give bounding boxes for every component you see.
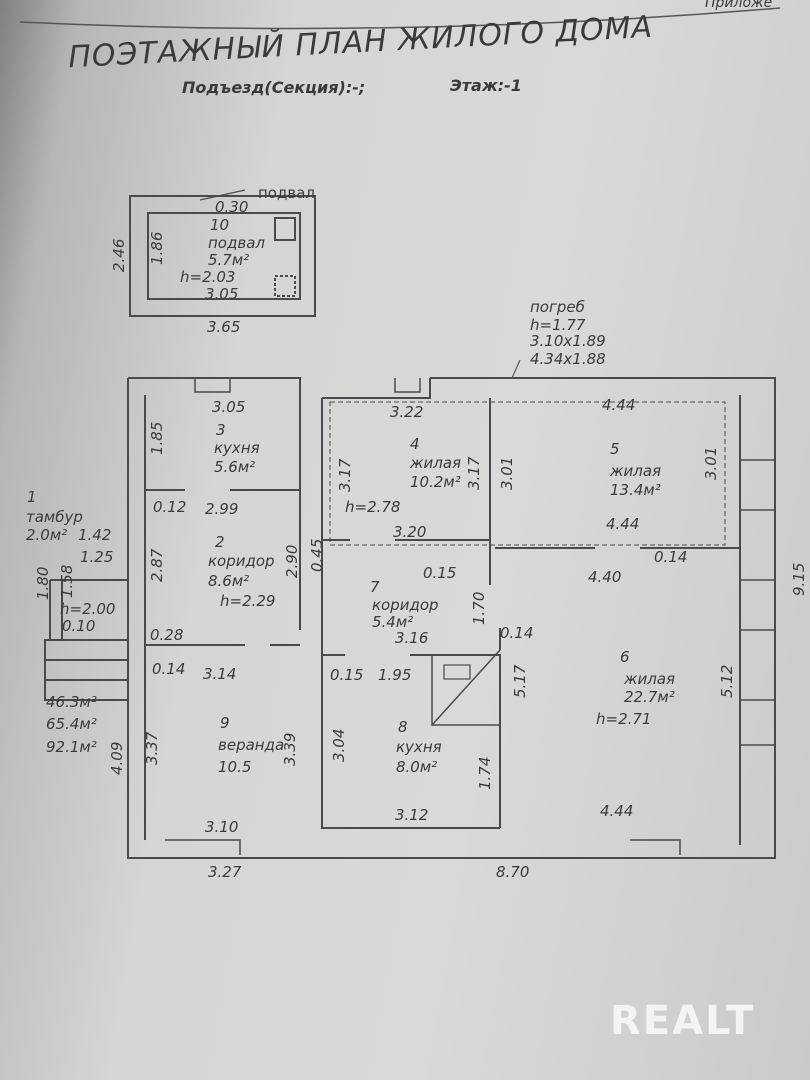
- room-area: 10.5: [218, 758, 252, 776]
- dim: 3.14: [203, 665, 237, 683]
- dim: 0.15: [330, 666, 364, 684]
- room-number: 1: [27, 488, 37, 506]
- dim: 0.45: [308, 538, 326, 572]
- room-number: 10: [210, 216, 230, 234]
- dim: 1.85: [148, 421, 166, 455]
- dim: 0.28: [150, 626, 184, 644]
- dim: 3.37: [143, 731, 161, 765]
- room-area: 5.4м²: [372, 613, 414, 631]
- room-height: h=2.78: [345, 498, 401, 516]
- room-number: 4: [410, 435, 420, 453]
- room-height: h=2.71: [596, 710, 652, 728]
- room-name: веранда: [218, 736, 285, 754]
- room-number: 3: [216, 421, 226, 439]
- room-name: жилая: [410, 454, 462, 472]
- room-name: подвал: [208, 234, 265, 252]
- room-name: тамбур: [26, 508, 83, 526]
- dim: 3.12: [395, 806, 429, 824]
- dim: 3.39: [281, 732, 299, 766]
- dim: 3.10: [205, 818, 239, 836]
- total-living-area: 46.3м²: [46, 693, 97, 711]
- room-area: 13.4м²: [610, 481, 661, 499]
- dim: 3.22: [390, 403, 424, 421]
- dim: 1.86: [148, 231, 166, 265]
- room-area: 22.7м²: [624, 688, 675, 706]
- dim: 1.58: [58, 564, 76, 598]
- room-height: h=2.00: [60, 600, 116, 618]
- entrance-label: Подъезд(Секция):-;: [182, 78, 366, 97]
- dim: 8.70: [496, 863, 530, 881]
- room-area: 8.0м²: [396, 758, 438, 776]
- room-area: 5.6м²: [214, 458, 256, 476]
- dim: 3.01: [498, 456, 516, 490]
- basement-tag: подвал: [258, 184, 315, 202]
- total-area: 65.4м²: [46, 715, 97, 733]
- room-area: 10.2м²: [410, 473, 461, 491]
- room-number: 9: [220, 714, 230, 732]
- room-number: 8: [398, 718, 408, 736]
- dim: 3.16: [395, 629, 429, 647]
- dim: 3.20: [393, 523, 427, 541]
- dim: 4.40: [588, 568, 622, 586]
- cellar-size: 3.10x1.89: [530, 332, 606, 350]
- cellar-name: погреб: [530, 298, 585, 316]
- dim: 5.17: [511, 664, 529, 698]
- dim: 3.05: [212, 398, 246, 416]
- dim: 9.15: [790, 562, 808, 596]
- dim: 1.95: [378, 666, 412, 684]
- dim: 1.25: [80, 548, 114, 566]
- dim: 2.46: [110, 238, 128, 272]
- room-name: кухня: [214, 439, 260, 457]
- room-area: 5.7м²: [208, 251, 250, 269]
- dim: 0.14: [654, 548, 688, 566]
- room-name: коридор: [372, 596, 439, 614]
- dim: 5.12: [718, 664, 736, 698]
- dim: 3.17: [465, 456, 483, 490]
- floor-label: Этаж:-1: [450, 76, 522, 95]
- dim: 4.44: [606, 515, 640, 533]
- dim: 0.12: [153, 498, 187, 516]
- room-name: жилая: [624, 670, 676, 688]
- room-area: 2.0м²: [26, 526, 68, 544]
- dim: 4.44: [602, 396, 636, 414]
- room-number: 5: [610, 440, 620, 458]
- cellar-size: 4.34x1.88: [530, 350, 606, 368]
- room-height: h=2.03: [180, 268, 236, 286]
- dim: 0.10: [62, 617, 96, 635]
- room-number: 2: [215, 533, 225, 551]
- dim: 0.14: [500, 624, 534, 642]
- room-number: 7: [370, 578, 380, 596]
- dim: 0.15: [423, 564, 457, 582]
- dim: 1.80: [34, 566, 52, 600]
- dim: 0.30: [215, 198, 249, 216]
- dim: 0.14: [152, 660, 186, 678]
- dim: 3.27: [208, 863, 242, 881]
- dim: 2.90: [283, 544, 301, 578]
- dim: 1.42: [78, 526, 112, 544]
- room-name: кухня: [396, 738, 442, 756]
- dim: 1.74: [476, 756, 494, 790]
- appendix-label: Приложе: [705, 0, 773, 11]
- dim: 3.04: [330, 728, 348, 762]
- room-name: коридор: [208, 552, 275, 570]
- dim: 4.44: [600, 802, 634, 820]
- dim: 3.01: [702, 446, 720, 480]
- room-area: 8.6м²: [208, 572, 250, 590]
- cellar-height: h=1.77: [530, 316, 586, 334]
- dim: 1.70: [470, 591, 488, 625]
- room-name: жилая: [610, 462, 662, 480]
- dim: 4.09: [108, 741, 126, 775]
- dim: 2.87: [148, 548, 166, 582]
- total-area-all: 92.1м²: [46, 738, 97, 756]
- dim: 3.65: [207, 318, 241, 336]
- dim: 3.05: [205, 285, 239, 303]
- realt-watermark-logo: REALT: [610, 998, 756, 1044]
- room-number: 6: [620, 648, 630, 666]
- dim: 2.99: [205, 500, 239, 518]
- dim: 3.17: [336, 458, 354, 492]
- room-height: h=2.29: [220, 592, 276, 610]
